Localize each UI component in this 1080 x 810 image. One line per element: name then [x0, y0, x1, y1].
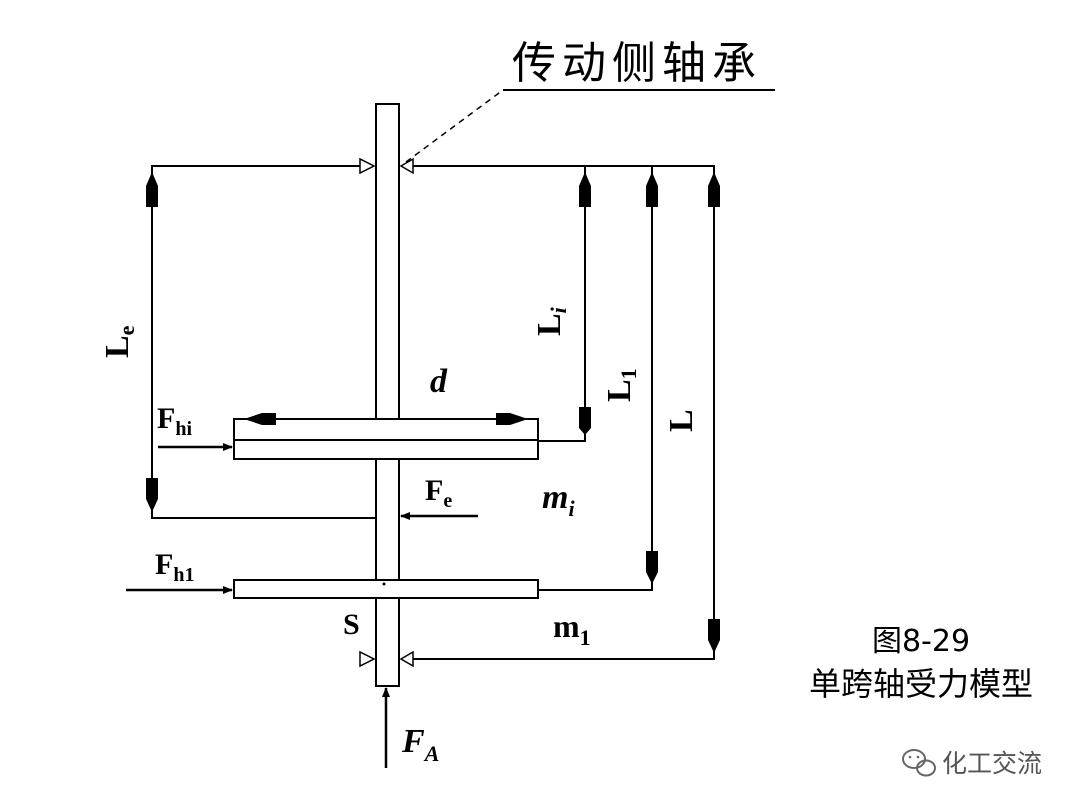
top-bearing	[359, 157, 414, 175]
svg-text:Le: Le	[99, 325, 139, 358]
label-le: Le	[99, 325, 139, 358]
reference-lines	[151, 165, 715, 660]
svg-text:Li: Li	[531, 306, 571, 336]
dimension-markers	[146, 172, 720, 653]
label-li: Li	[531, 306, 571, 336]
wechat-icon	[902, 749, 936, 777]
watermark-text: 化工交流	[942, 749, 1042, 778]
label-fhi: Fhi	[157, 402, 192, 440]
label-fh1: Fh1	[155, 548, 194, 586]
impeller-disc-1	[233, 579, 539, 599]
label-mi: mi	[542, 479, 575, 521]
caption-figure-number: 图8-29	[872, 624, 970, 659]
label-l1: L1	[601, 368, 641, 402]
label-s: S	[343, 608, 360, 641]
label-fe: Fe	[425, 474, 452, 512]
disc-1-center-dot	[382, 582, 386, 586]
bearing-drive-side-label: 传动侧轴承	[512, 38, 762, 89]
label-d: d	[430, 363, 448, 400]
bearing-leader: 传动侧轴承	[405, 38, 775, 163]
caption-title: 单跨轴受力模型	[809, 665, 1033, 703]
label-l: L	[663, 409, 700, 432]
svg-text:L1: L1	[601, 368, 641, 402]
force-arrows	[126, 443, 478, 768]
shaft	[375, 103, 400, 687]
label-fa: FA	[401, 723, 439, 766]
svg-text:L: L	[663, 409, 700, 432]
label-m1: m1	[553, 608, 591, 650]
